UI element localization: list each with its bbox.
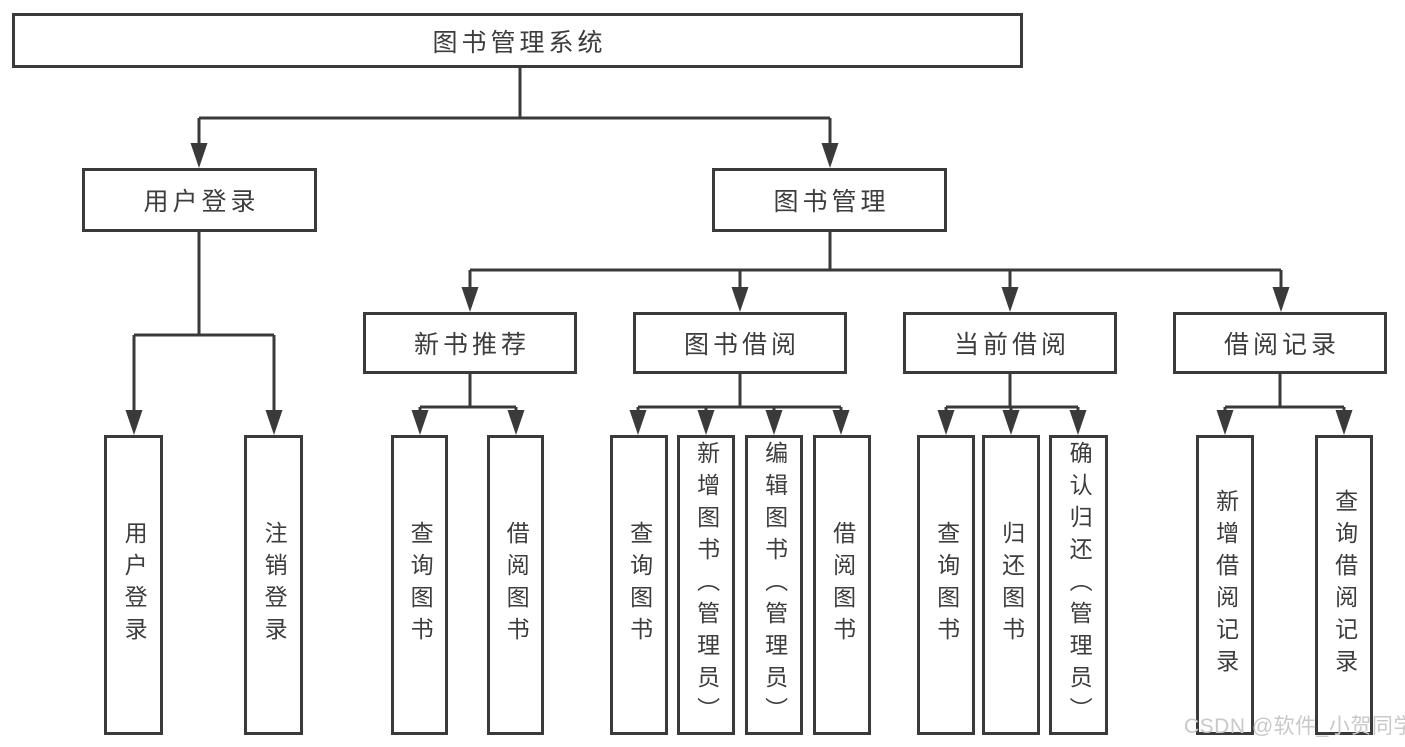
- arrow-down-icon: [1001, 287, 1019, 312]
- leaf-edit-book-admin: 编辑图书（管理员）: [745, 435, 803, 735]
- node-book-borrowing: 图书借阅: [633, 312, 847, 374]
- connector-user-login-to-leaves: [132, 232, 276, 419]
- connector-borrowing-records-to-leaves: [1223, 374, 1346, 419]
- node-new-book-recommendation: 新书推荐: [363, 312, 577, 374]
- leaf-recommend-query-books: 查询图书: [391, 435, 448, 735]
- arrow-down-icon: [1335, 410, 1353, 435]
- leaf-current-query-books: 查询图书: [917, 435, 975, 735]
- leaf-recommend-borrow-books: 借阅图书: [487, 435, 544, 735]
- arrow-down-icon: [265, 410, 283, 435]
- connector-root-to-level2: [197, 68, 832, 152]
- arrow-down-icon: [765, 410, 783, 435]
- leaf-confirm-return-admin: 确认归还（管理员）: [1049, 435, 1108, 735]
- arrow-down-icon: [1272, 287, 1290, 312]
- arrow-down-icon: [507, 410, 525, 435]
- arrow-down-icon: [190, 143, 208, 168]
- arrow-down-icon: [731, 287, 749, 312]
- arrow-down-icon: [821, 143, 839, 168]
- leaf-add-book-admin: 新增图书（管理员）: [677, 435, 735, 735]
- leaf-borrowing-borrow-books: 借阅图书: [813, 435, 871, 735]
- arrow-down-icon: [697, 410, 715, 435]
- leaf-logout: 注销登录: [244, 435, 303, 735]
- leaf-return-books: 归还图书: [982, 435, 1040, 735]
- connector-paths: [132, 68, 1346, 419]
- arrow-down-icon: [629, 410, 647, 435]
- arrow-down-icon: [411, 410, 429, 435]
- watermark: CSDN @软件_小贺同学: [1184, 715, 1405, 738]
- node-borrowing-records: 借阅记录: [1173, 312, 1387, 374]
- arrow-down-icon: [1216, 410, 1234, 435]
- leaf-query-borrow-record: 查询借阅记录: [1315, 435, 1373, 735]
- node-library-management-system: 图书管理系统: [12, 13, 1023, 68]
- node-user-login: 用户登录: [82, 168, 317, 232]
- arrow-down-icon: [937, 410, 955, 435]
- connector-book-borrowing-to-leaves: [636, 374, 843, 419]
- arrow-down-icon: [1002, 410, 1020, 435]
- arrowheads: [125, 143, 1353, 435]
- connector-new-book-recommendation-to-leaves: [418, 374, 518, 419]
- leaf-user-login: 用户登录: [104, 435, 163, 735]
- arrow-down-icon: [125, 410, 143, 435]
- arrow-down-icon: [461, 287, 479, 312]
- node-book-management: 图书管理: [712, 168, 947, 232]
- leaf-borrowing-query-books: 查询图书: [610, 435, 668, 735]
- node-current-borrowing: 当前借阅: [903, 312, 1117, 374]
- arrow-down-icon: [832, 410, 850, 435]
- arrow-down-icon: [1069, 410, 1087, 435]
- connector-book-management-to-level3: [468, 232, 1283, 296]
- leaf-add-borrow-record: 新增借阅记录: [1196, 435, 1254, 735]
